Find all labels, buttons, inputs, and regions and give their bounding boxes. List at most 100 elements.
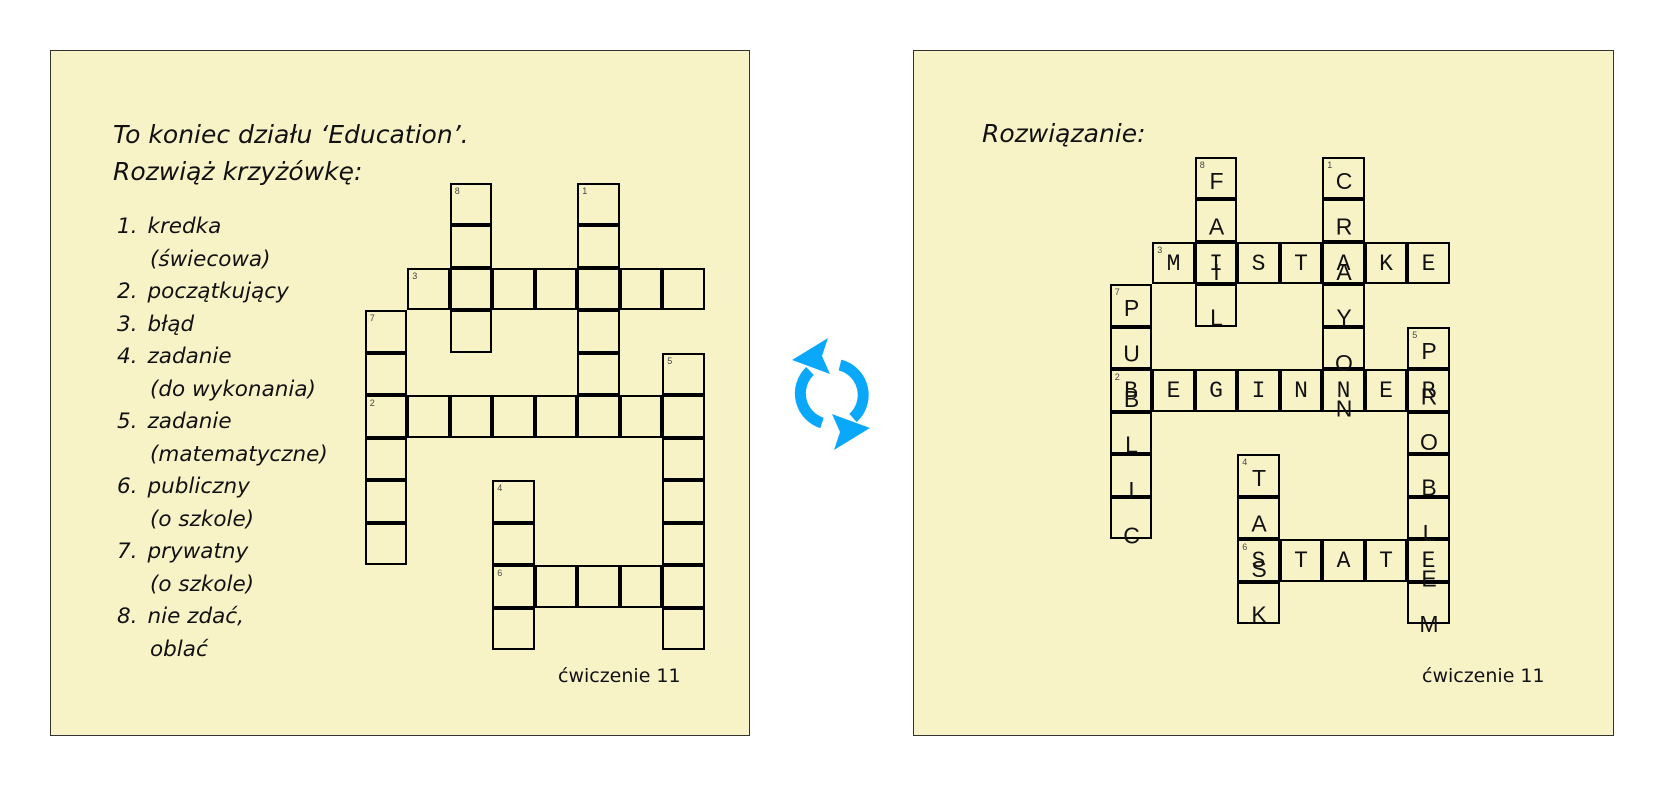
- cell-number: 3: [1157, 244, 1163, 255]
- crossword-cell[interactable]: [449, 267, 493, 311]
- crossword-cell[interactable]: [662, 437, 705, 481]
- clue-number: 1.: [117, 214, 138, 239]
- crossword-cell[interactable]: [619, 395, 663, 438]
- crossword-cell[interactable]: 2: [364, 395, 408, 438]
- crossword-cell[interactable]: [364, 480, 408, 523]
- crossword-cell[interactable]: [662, 267, 705, 311]
- clue-item: 4. zadanie (do wykonania): [117, 341, 328, 406]
- crossword-cell[interactable]: [577, 225, 620, 268]
- crossword-cell: [1407, 496, 1450, 540]
- crossword-cell[interactable]: [662, 480, 705, 523]
- solution-footer: ćwiczenie 11: [1422, 665, 1545, 687]
- crossword-cell: [1109, 326, 1153, 370]
- crossword-cell: 2: [1109, 369, 1153, 412]
- crossword-cell[interactable]: [364, 522, 408, 566]
- clue-item: 1.kredka(świecowa): [117, 211, 328, 276]
- crossword-cell: [1279, 241, 1323, 285]
- crossword-cell: [1322, 369, 1365, 412]
- crossword-cell[interactable]: 1: [577, 182, 620, 226]
- clue-item: 3.błąd: [117, 309, 328, 342]
- refresh-arc-top: [838, 359, 869, 423]
- crossword-cell[interactable]: [577, 565, 620, 608]
- crossword-cell[interactable]: [492, 267, 535, 311]
- crossword-cell: 5: [1407, 326, 1450, 370]
- crossword-cell[interactable]: 6: [492, 565, 535, 608]
- cell-number: 1: [1327, 159, 1333, 170]
- clue-word: zadanie: [147, 344, 232, 369]
- crossword-cell: 4: [1237, 454, 1280, 497]
- clue-item: 6.publiczny(o szkole): [117, 471, 328, 536]
- crossword-cell: [1279, 369, 1323, 412]
- clue-number: 5.: [117, 409, 138, 434]
- refresh-arc-bottom: [794, 367, 824, 429]
- clue-item: 8.nie zdać,oblać: [117, 601, 328, 666]
- solution-word-3: MISTAKE: [1166, 250, 1465, 277]
- cell-number: 5: [667, 355, 673, 366]
- crossword-cell[interactable]: [662, 607, 705, 651]
- cell-number: 8: [1199, 159, 1205, 170]
- clue-text: 4. zadanie: [117, 341, 328, 374]
- clue-number: 4.: [117, 344, 138, 369]
- crossword-cell[interactable]: [577, 267, 620, 311]
- crossword-cell[interactable]: [492, 607, 535, 651]
- crossword-cell[interactable]: [534, 565, 578, 608]
- crossword-cell[interactable]: [449, 395, 493, 438]
- clue-text: 5. zadanie: [117, 406, 328, 439]
- crossword-cell[interactable]: [364, 437, 408, 481]
- crossword-cell[interactable]: 3: [407, 267, 450, 311]
- crossword-cell[interactable]: [449, 225, 493, 268]
- clue-word: nie zdać,: [147, 604, 244, 629]
- clue-subtext: (do wykonania): [150, 376, 316, 402]
- cell-number: 3: [412, 270, 418, 281]
- crossword-cell: [1407, 241, 1450, 285]
- clue-subtext: (o szkole): [150, 506, 255, 532]
- crossword-cell: 3: [1152, 241, 1195, 285]
- exercise-title: To koniec działu ‘Education’. Rozwiąż kr…: [113, 116, 469, 190]
- crossword-cell[interactable]: [662, 565, 705, 608]
- cell-number: 6: [497, 568, 503, 579]
- crossword-cell[interactable]: [407, 395, 450, 438]
- refresh-icon[interactable]: [788, 338, 874, 450]
- solution-word-6: STATE: [1251, 548, 1465, 574]
- crossword-cell: [1152, 369, 1195, 412]
- clue-word: kredka: [147, 214, 222, 239]
- crossword-cell: 7: [1109, 284, 1153, 327]
- cell-number: 4: [497, 483, 503, 494]
- crossword-cell: [1322, 539, 1365, 582]
- clue-word: początkujący: [147, 279, 289, 304]
- crossword-cell[interactable]: [492, 395, 535, 438]
- crossword-cell[interactable]: [534, 395, 578, 438]
- crossword-cell[interactable]: [449, 310, 493, 353]
- clue-text: 2.początkujący: [117, 276, 328, 309]
- crossword-cell[interactable]: [662, 522, 705, 566]
- crossword-cell[interactable]: [662, 395, 705, 438]
- clue-word: zadanie: [147, 409, 232, 434]
- crossword-cell[interactable]: [534, 267, 578, 311]
- solution-word-4: TASK: [1246, 465, 1272, 647]
- clue-text: 6.publiczny: [117, 471, 328, 504]
- crossword-cell: [1109, 496, 1153, 540]
- exercise-footer: ćwiczenie 11: [558, 665, 681, 687]
- crossword-cell[interactable]: [492, 522, 535, 566]
- crossword-cell: [1237, 496, 1280, 540]
- crossword-cell[interactable]: [577, 352, 620, 396]
- clue-word: publiczny: [147, 474, 250, 499]
- exercise-panel: To koniec działu ‘Education’. Rozwiąż kr…: [50, 50, 750, 736]
- crossword-cell[interactable]: [364, 352, 408, 396]
- crossword-cell[interactable]: [619, 565, 663, 608]
- crossword-cell: [1322, 284, 1365, 327]
- crossword-cell: [1194, 241, 1238, 285]
- crossword-cell[interactable]: 5: [662, 352, 705, 396]
- crossword-cell: [1364, 369, 1408, 412]
- crossword-cell[interactable]: [577, 310, 620, 353]
- crossword-cell[interactable]: 4: [492, 480, 535, 523]
- clue-text: 1. kredka: [117, 211, 328, 244]
- crossword-cell: [1407, 411, 1450, 455]
- crossword-cell[interactable]: [577, 395, 620, 438]
- clue-text: 7.prywatny: [117, 536, 328, 569]
- crossword-cell[interactable]: 7: [364, 310, 408, 353]
- crossword-cell[interactable]: [619, 267, 663, 311]
- crossword-cell[interactable]: 8: [449, 182, 493, 226]
- crossword-cell: [1109, 454, 1153, 497]
